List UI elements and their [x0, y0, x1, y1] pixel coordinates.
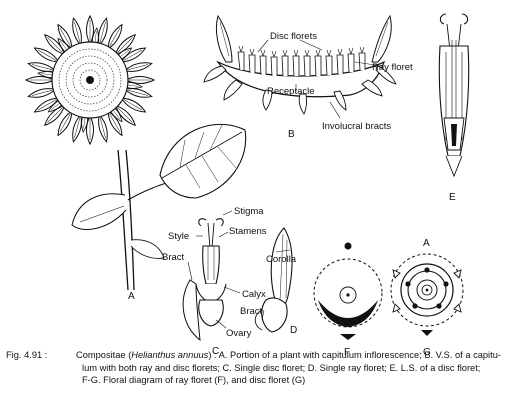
panel-c-disc-floret: Stigma Style Stamens Bract Calyx Ovary C: [162, 206, 267, 357]
label-involucral-bracts: Involucral bracts: [322, 121, 391, 132]
label-stigma: Stigma: [234, 206, 264, 217]
species-name: Helianthus annuus: [131, 350, 209, 360]
figure-caption: Fig. 4.91 : Compositae (Helianthus annuus…: [6, 349, 508, 387]
panel-g-floral-diagram-disc: A G: [390, 238, 464, 358]
caption-line1-post: ) : A. Portion of a plant with capitulum…: [208, 350, 501, 360]
panel-f-floral-diagram-ray: F: [313, 242, 383, 358]
panel-label-f: F: [344, 347, 350, 358]
label-corolla: Corolla: [266, 254, 297, 265]
capitulum: [25, 15, 155, 145]
panel-label-g-top: A: [423, 238, 430, 249]
leaf-right: [159, 123, 247, 199]
ray-floret-left: [215, 14, 233, 63]
panel-d-ray-floret: Corolla Bract D: [240, 227, 297, 336]
label-ray-floret: Ray floret: [372, 62, 413, 73]
panel-label-g: G: [423, 347, 431, 358]
label-bract-d: Bract: [240, 306, 263, 317]
panel-label-e: E: [449, 192, 456, 203]
leaf-left: [71, 193, 127, 231]
panel-label-d: D: [290, 325, 297, 336]
label-disc-florets: Disc florets: [270, 31, 317, 42]
ray-floret-right: [371, 14, 392, 63]
panel-a-sunflower-plant: A: [25, 15, 247, 302]
label-bract-c: Bract: [162, 252, 185, 263]
label-calyx: Calyx: [242, 289, 266, 300]
figure-number: Fig. 4.91 :: [6, 350, 48, 360]
panel-b-capitulum-section: Disc florets Ray floret Receptacle Invol…: [203, 14, 413, 140]
caption-line-1: Fig. 4.91 : Compositae (Helianthus annuus…: [6, 349, 508, 362]
caption-line1-pre: Compositae (: [76, 350, 132, 360]
panel-e-disc-floret-ls: E: [438, 13, 470, 203]
panel-label-c: C: [212, 346, 219, 357]
panel-label-b: B: [288, 129, 295, 140]
panel-label-a: A: [128, 291, 135, 302]
caption-line-3: F-G. Floral diagram of ray floret (F), a…: [82, 375, 306, 385]
label-ovary: Ovary: [226, 328, 252, 339]
caption-line-2: lum with both ray and disc florets; C. S…: [82, 362, 481, 373]
label-stamens: Stamens: [229, 226, 267, 237]
label-style: Style: [168, 231, 189, 242]
label-receptacle: Receptacle: [267, 86, 315, 97]
